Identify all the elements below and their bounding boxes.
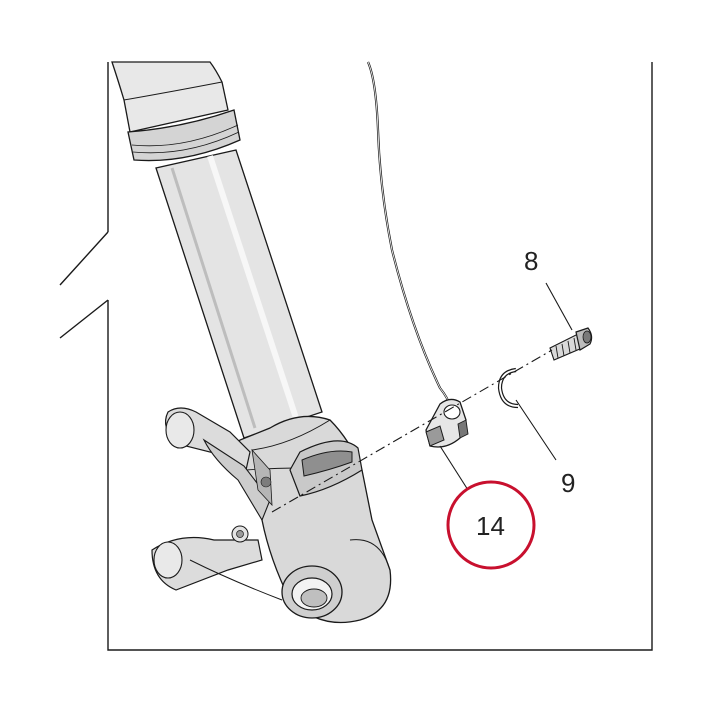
fork-lower-leg — [151, 407, 392, 624]
callout-label-14: 14 — [476, 511, 505, 541]
leader-line-14 — [439, 445, 469, 491]
bolt-part-8 — [549, 327, 593, 361]
assembly-axis-line — [271, 349, 553, 513]
callout-label-9: 9 — [561, 468, 576, 498]
fork-stanchion — [111, 61, 323, 439]
break-line-lower — [59, 299, 109, 339]
leader-line-9 — [515, 399, 557, 461]
clip-ring-part-9 — [497, 367, 519, 409]
leader-line-8 — [545, 282, 573, 331]
break-line-upper — [59, 231, 109, 286]
highlight-circle — [446, 480, 536, 570]
frame-border — [107, 62, 653, 651]
sensor-cable — [366, 61, 452, 407]
callout-label-8: 8 — [524, 246, 539, 276]
sensor-part-14 — [425, 398, 469, 448]
